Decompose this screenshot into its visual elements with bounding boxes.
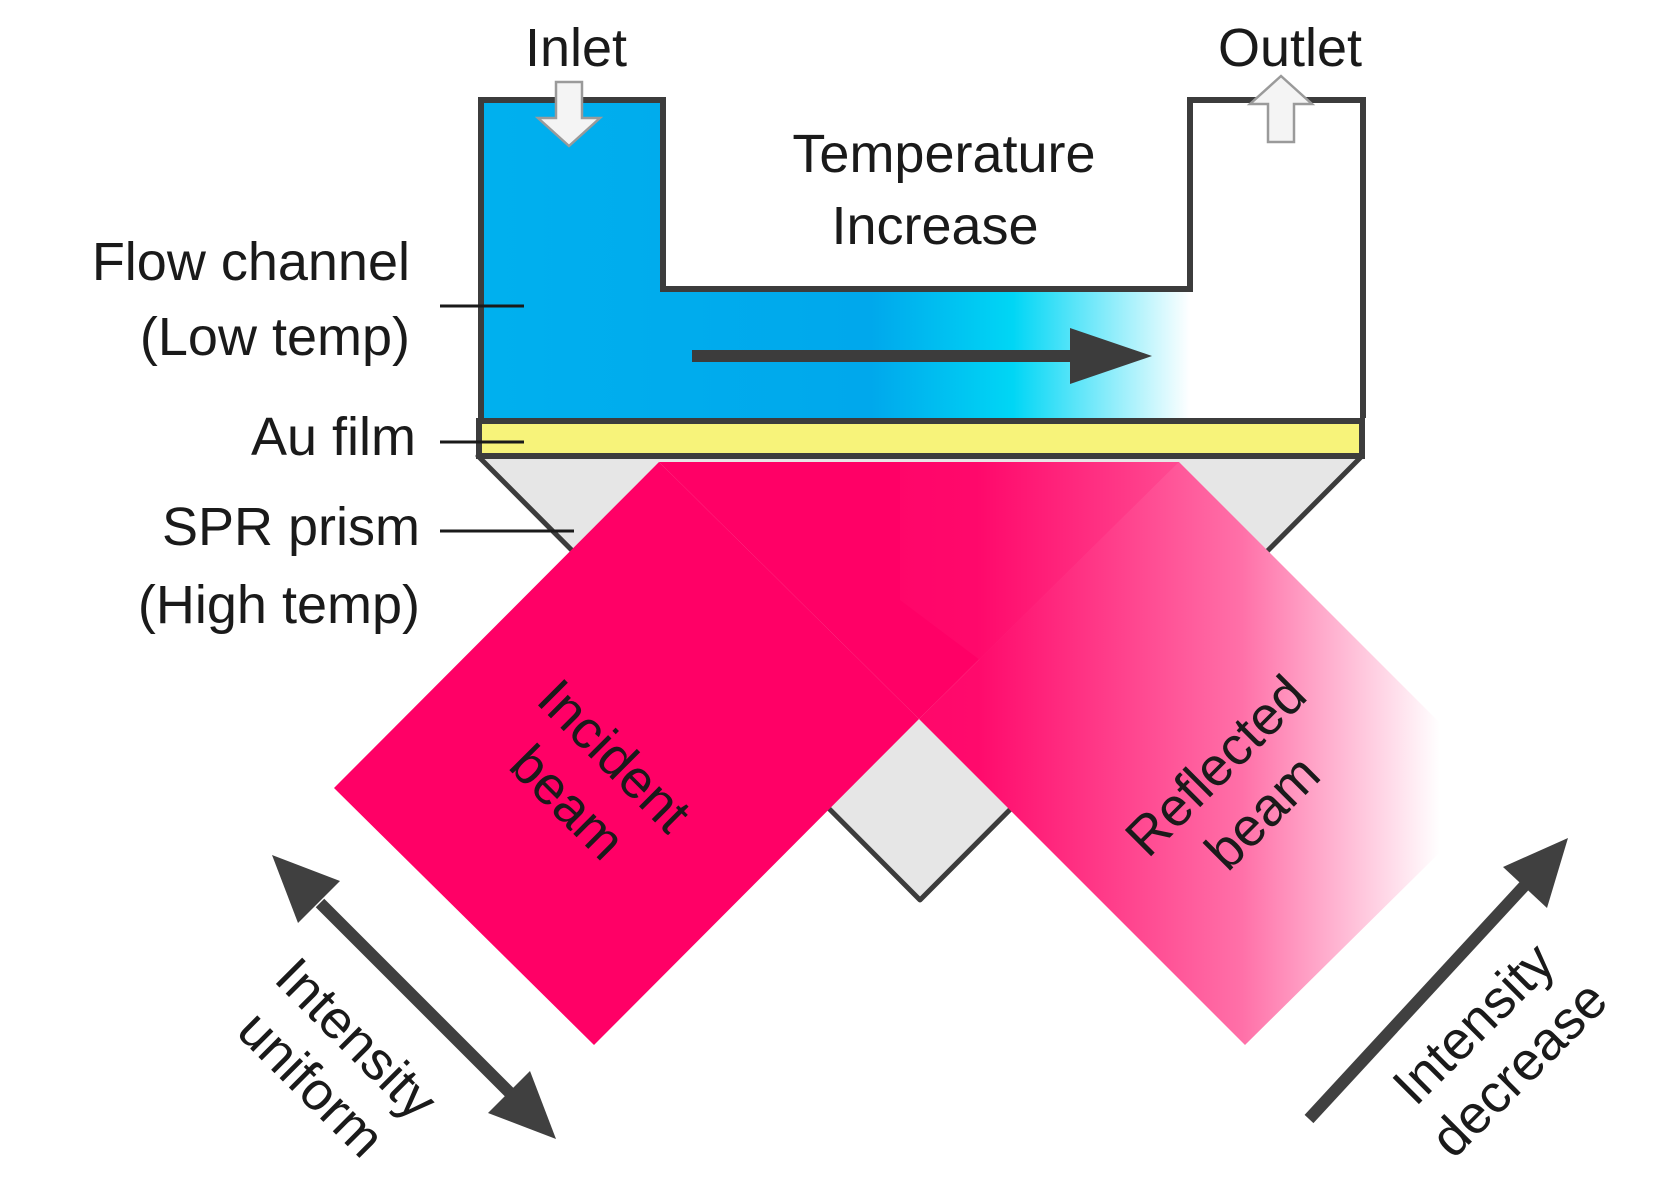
au-film bbox=[476, 418, 1365, 459]
spr-prism-label-line1: SPR prism bbox=[162, 497, 420, 557]
flow-channel-label-line1: Flow channel bbox=[92, 232, 410, 292]
beam-overlap-blend bbox=[900, 462, 1179, 660]
temperature-label-line2: Increase bbox=[831, 196, 1038, 256]
flow-channel-outline bbox=[478, 97, 1366, 418]
au-film-label: Au film bbox=[251, 407, 416, 467]
inlet-arrow-icon bbox=[534, 80, 604, 148]
incident-beam bbox=[334, 462, 919, 1045]
intensity-uniform-label: Intensity uniform bbox=[226, 946, 448, 1168]
intensity-decrease-arrow bbox=[1304, 838, 1568, 1124]
flow-channel-fill bbox=[481, 100, 1190, 418]
outlet-arrow-icon bbox=[1246, 74, 1316, 144]
outlet-label: Outlet bbox=[1218, 18, 1362, 78]
reflected-beam bbox=[919, 462, 1505, 1045]
intensity-uniform-arrow bbox=[272, 855, 556, 1139]
flow-channel-label-line2: (Low temp) bbox=[140, 307, 410, 367]
temperature-label-line1: Temperature bbox=[792, 124, 1095, 184]
inlet-label: Inlet bbox=[525, 18, 627, 78]
flow-direction-arrow bbox=[692, 328, 1152, 384]
intensity-decrease-label: Intensity decrease bbox=[1381, 931, 1618, 1168]
spr-prism-label-line2: (High temp) bbox=[138, 575, 420, 635]
